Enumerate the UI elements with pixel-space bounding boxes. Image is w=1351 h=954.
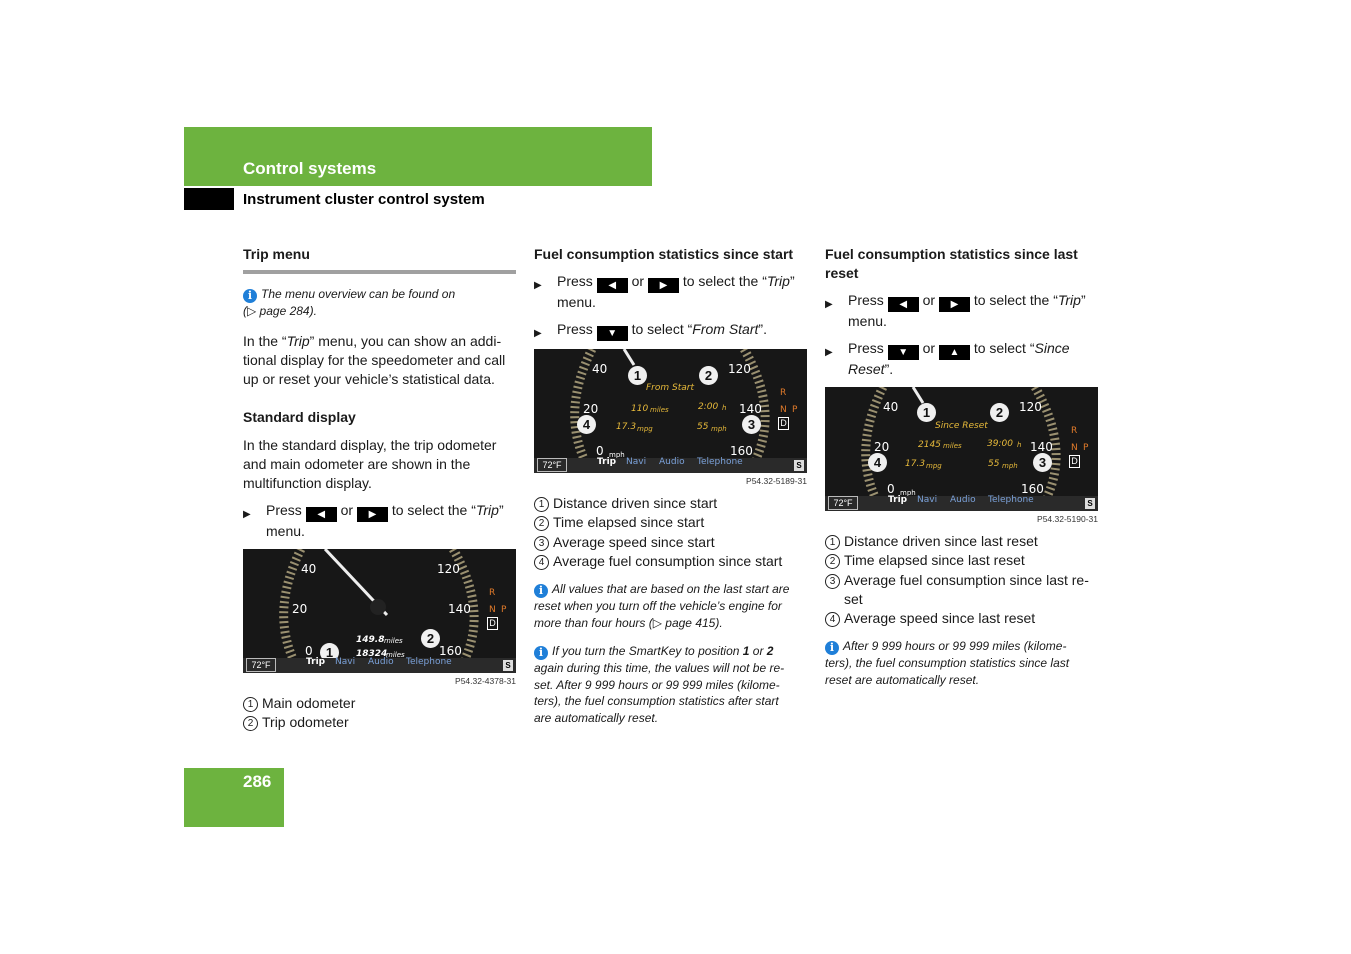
callout-2: 2 <box>699 366 718 385</box>
callout-1: 1 <box>628 366 647 385</box>
display-menu-bar: 72°F Trip Navi Audio Telephone S <box>534 457 807 473</box>
bullet-icon: ▶ <box>825 347 833 358</box>
figure-caption: P54.32-5190-31 <box>1037 514 1098 524</box>
speedometer-gauge-arcs <box>861 387 1061 499</box>
callout-3: 3 <box>742 415 761 434</box>
intro-paragraph: In the “Trip” menu, you can show an addi… <box>243 332 506 387</box>
up-arrow-key-icon: ▲ <box>938 345 970 360</box>
right-arrow-key-icon: ▶ <box>938 297 970 312</box>
page-number: 286 <box>243 772 272 791</box>
speedometer-gauge-arcs <box>279 548 479 661</box>
speedometer-display-standard: 40 20 0 120 140 160 149.8 miles 18324 mi… <box>243 548 516 673</box>
bullet-icon: ▶ <box>243 508 251 520</box>
down-arrow-key-icon: ▼ <box>596 326 628 341</box>
info-icon: i <box>243 289 257 303</box>
right-arrow-key-icon: ▶ <box>647 278 679 293</box>
step-select-from-start: ▶ Press ▼ to select “From Start”. <box>534 320 807 341</box>
heading-trip-menu: Trip menu <box>243 246 310 262</box>
step-select-trip: ▶ Press ◀ or ▶ to select the “Trip” menu… <box>243 501 504 539</box>
bullet-icon: ▶ <box>825 299 833 310</box>
info-icon: i <box>534 646 548 661</box>
speedometer-gauge-arcs <box>570 349 770 461</box>
heading-since-start: Fuel consumption statistics since start <box>534 246 794 262</box>
callout-2: 2 <box>990 403 1009 422</box>
step-select-trip: ▶ Press ◀ or ▶ to select the “Trip” menu… <box>534 273 795 310</box>
speedometer-display-from-start: 40 20 0 mph 120 140 160 From Start 110 m… <box>534 349 807 473</box>
info-icon: i <box>534 584 548 599</box>
bullet-icon: ▶ <box>534 328 542 339</box>
step-select-trip: ▶ Press ◀ or ▶ to select the “Trip” menu… <box>825 292 1086 329</box>
header-band <box>184 127 652 186</box>
callout-3: 3 <box>1033 453 1052 472</box>
callout-1: 1 <box>320 642 339 662</box>
subsection-title: Instrument cluster control system <box>243 191 485 208</box>
display-menu-bar: 72°F Trip Navi Audio Telephone S <box>825 495 1098 511</box>
heading-standard-display: Standard display <box>243 408 356 425</box>
display-menu-bar: 72°F Trip Navi Audio Telephone S <box>243 657 516 673</box>
number-2-icon: 2 <box>243 715 258 731</box>
speedometer-display-since-reset: 40 20 0 mph 120 140 160 Since Reset 2145… <box>825 387 1098 511</box>
callout-4: 4 <box>868 453 887 472</box>
heading-rule <box>243 270 516 274</box>
callout-4: 4 <box>577 415 596 434</box>
section-title: Control systems <box>243 159 377 178</box>
left-arrow-key-icon: ◀ <box>305 506 337 522</box>
callout-2: 2 <box>421 628 440 648</box>
right-arrow-key-icon: ▶ <box>356 506 388 522</box>
standard-paragraph: In the standard display, the trip odomet… <box>243 436 497 491</box>
info-icon: i <box>825 641 839 656</box>
down-arrow-key-icon: ▼ <box>887 345 919 360</box>
callout-1: 1 <box>917 403 936 422</box>
figure-caption: P54.32-4378-31 <box>455 675 516 686</box>
column-since-start: Fuel consumption statistics since start … <box>534 245 807 726</box>
left-arrow-key-icon: ◀ <box>596 278 628 293</box>
number-1-icon: 1 <box>243 696 258 712</box>
figure-caption: P54.32-5189-31 <box>746 476 807 486</box>
left-arrow-key-icon: ◀ <box>887 297 919 312</box>
bullet-icon: ▶ <box>534 280 542 291</box>
header-tab-marker <box>184 188 234 210</box>
page-number-box <box>184 768 284 827</box>
step-select-since-reset: ▶ Press ▼ or ▲ to select “Since Reset”. <box>825 340 1070 377</box>
